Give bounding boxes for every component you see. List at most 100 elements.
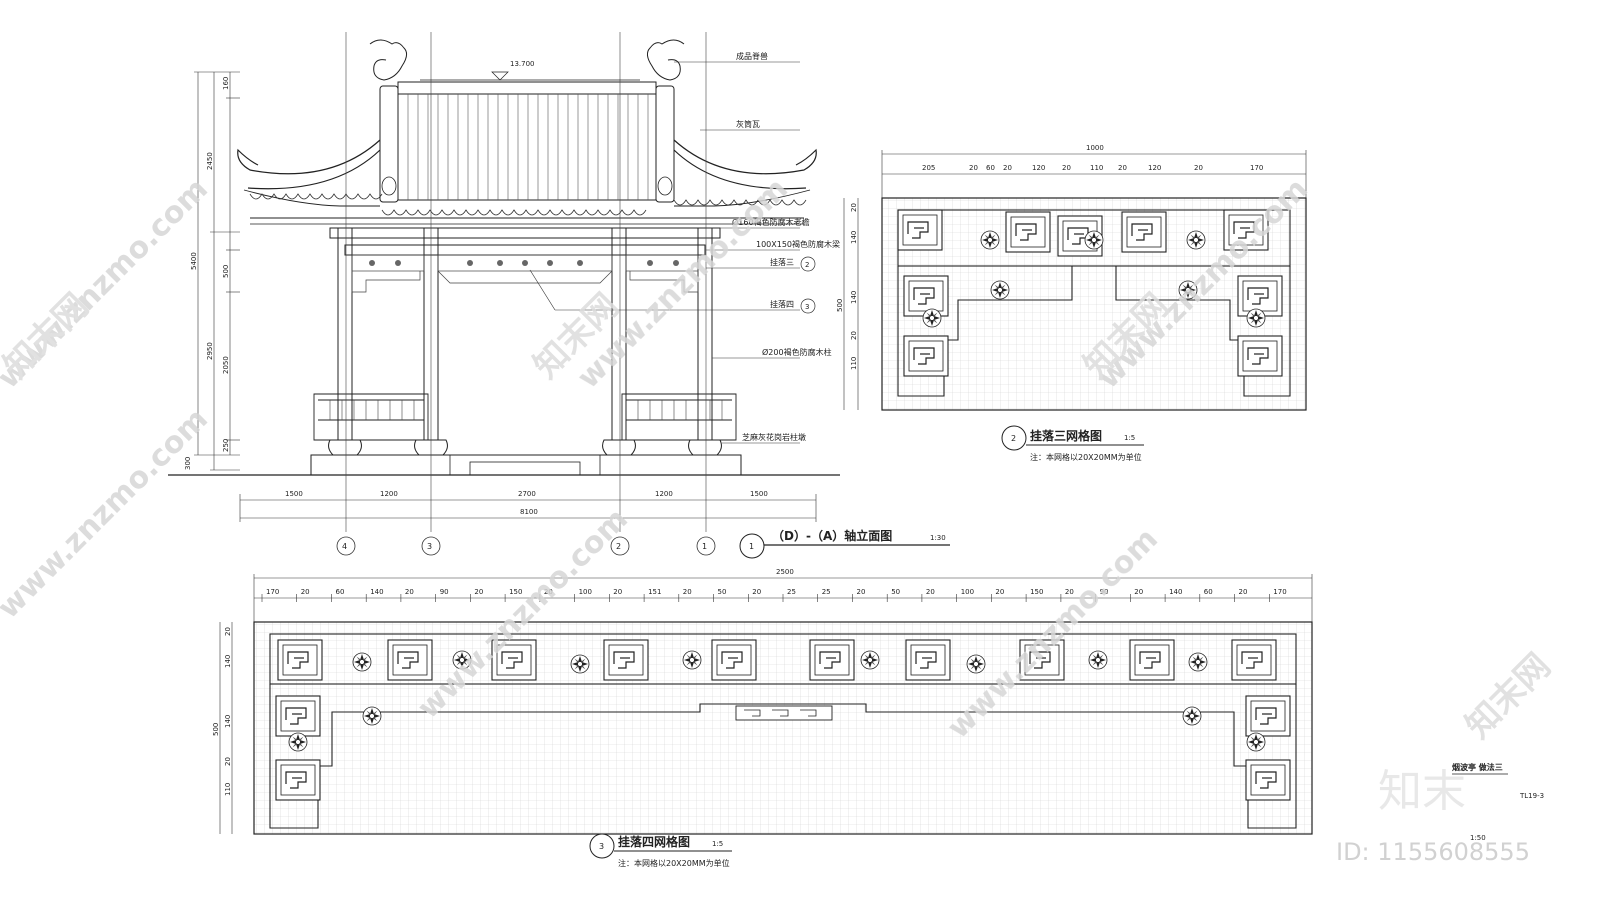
d3-top-dim: 170 bbox=[266, 588, 279, 596]
d2-top-2: 60 bbox=[986, 164, 995, 172]
d3-top-dim: 25 bbox=[787, 588, 796, 596]
callout-ridge-ornament: 成品脊兽 bbox=[736, 51, 768, 61]
d3-top-dim: 20 bbox=[1065, 588, 1074, 596]
d2-top-10: 170 bbox=[1250, 164, 1263, 172]
bottom-dim-3: 1200 bbox=[655, 490, 673, 498]
d3-top-dim: 50 bbox=[718, 588, 727, 596]
d3-top-dim: 20 bbox=[1134, 588, 1143, 596]
bottom-dim-0: 1500 bbox=[285, 490, 303, 498]
axis-label-1: 1 bbox=[702, 542, 707, 551]
d2-top-1: 20 bbox=[969, 164, 978, 172]
elevation-mark: 13.700 bbox=[510, 60, 535, 68]
bottom-dim-4: 1500 bbox=[750, 490, 768, 498]
callout-purlin: Ø160褐色防腐木老檐 bbox=[732, 217, 810, 227]
detail2-title: 挂落三网格图 bbox=[1030, 428, 1102, 443]
image-id: ID: 1155608555 bbox=[1336, 838, 1530, 866]
bottom-dim-1: 1200 bbox=[380, 490, 398, 498]
d2-left-0: 20 bbox=[850, 203, 858, 212]
callout-lattice-3: 挂落三 bbox=[770, 257, 794, 267]
axis-label-2: 2 bbox=[616, 542, 621, 551]
callout-ref-2: 2 bbox=[805, 261, 809, 269]
d2-left-4: 20 bbox=[850, 331, 858, 340]
total-width: 8100 bbox=[520, 508, 538, 516]
left-dim-0: 5400 bbox=[190, 252, 198, 270]
d2-top-6: 110 bbox=[1090, 164, 1103, 172]
d3-left-2: 500 bbox=[212, 723, 220, 736]
d3-top-dim: 170 bbox=[1273, 588, 1286, 596]
d3-top-dim: 20 bbox=[752, 588, 761, 596]
d3-top-dim: 140 bbox=[370, 588, 383, 596]
d3-top-dim: 20 bbox=[405, 588, 414, 596]
d3-top-dim: 20 bbox=[995, 588, 1004, 596]
callout-beam: 100X150褐色防腐木梁 bbox=[756, 239, 840, 249]
detail2-note: 注：本网格以20X20MM为单位 bbox=[1030, 452, 1142, 462]
d2-total: 1000 bbox=[1086, 144, 1104, 152]
sheet-name: 烟波亭 做法三 bbox=[1452, 762, 1503, 772]
sheet-info: 烟波亭 做法三 TL19-3 1:50 bbox=[1452, 762, 1544, 842]
detail3-title: 挂落四网格图 bbox=[618, 834, 690, 849]
d2-left-5: 110 bbox=[850, 357, 858, 370]
elevation-drawing: 13.700 5400 2450 160 500 2950 2050 250 3… bbox=[168, 32, 950, 559]
d2-top-0: 205 bbox=[922, 164, 935, 172]
brand-logo: 知末 bbox=[1378, 766, 1466, 817]
detail2-number: 2 bbox=[1011, 434, 1016, 443]
d2-top-7: 20 bbox=[1118, 164, 1127, 172]
d2-top-4: 120 bbox=[1032, 164, 1045, 172]
elevation-title: （D）-（A）轴立面图 bbox=[772, 528, 892, 543]
left-dim-5: 2050 bbox=[222, 356, 230, 374]
left-dim-7: 300 bbox=[184, 457, 192, 470]
watermark-cn-1: 知末网 bbox=[0, 286, 96, 386]
d3-top-dim: 50 bbox=[891, 588, 900, 596]
sheet-scale: 1:50 bbox=[1470, 834, 1486, 842]
d2-top-9: 20 bbox=[1194, 164, 1203, 172]
callout-plinth: 芝麻灰花岗岩柱墩 bbox=[742, 432, 806, 442]
detail3-number: 3 bbox=[599, 842, 604, 851]
watermark-url-2: www.znzmo.com bbox=[571, 172, 795, 396]
d2-left-3: 140 bbox=[850, 291, 858, 304]
detail3-scale: 1:5 bbox=[712, 840, 723, 848]
d3-top-dim: 20 bbox=[926, 588, 935, 596]
detail3-note: 注：本网格以20X20MM为单位 bbox=[618, 858, 730, 868]
left-dim-2: 160 bbox=[222, 77, 230, 90]
d3-top-dim: 60 bbox=[336, 588, 345, 596]
d3-top-dim: 20 bbox=[301, 588, 310, 596]
d3-top-dim: 20 bbox=[613, 588, 622, 596]
detail2-scale: 1:5 bbox=[1124, 434, 1135, 442]
d2-left-1: 140 bbox=[850, 231, 858, 244]
d3-left-1: 140 bbox=[224, 655, 232, 668]
d3-top-dim: 100 bbox=[961, 588, 974, 596]
d2-top-5: 20 bbox=[1062, 164, 1071, 172]
d3-top-dim: 60 bbox=[1204, 588, 1213, 596]
d3-left-5: 110 bbox=[224, 783, 232, 796]
d3-left-0: 20 bbox=[224, 627, 232, 636]
d3-left-4: 20 bbox=[224, 757, 232, 766]
left-dim-3: 500 bbox=[222, 265, 230, 278]
watermark-url-4: www.znzmo.com bbox=[0, 402, 215, 626]
callout-column: Ø200褐色防腐木柱 bbox=[762, 347, 832, 357]
callout-lattice-4: 挂落四 bbox=[770, 299, 794, 309]
d3-top-dim: 20 bbox=[1239, 588, 1248, 596]
d3-top-dim: 20 bbox=[857, 588, 866, 596]
d3-top-dim: 90 bbox=[1100, 588, 1109, 596]
bottom-dim-2: 2700 bbox=[518, 490, 536, 498]
axis-label-4: 4 bbox=[342, 542, 347, 551]
d3-left-3: 140 bbox=[224, 715, 232, 728]
d3-top-dim: 150 bbox=[1030, 588, 1043, 596]
d3-total: 2500 bbox=[776, 568, 794, 576]
callout-roof-tile: 灰筒瓦 bbox=[736, 119, 760, 129]
detail-lattice-3: 1000 205 20 60 20 120 20 110 20 120 20 1… bbox=[836, 144, 1307, 462]
left-dim-6: 250 bbox=[222, 439, 230, 452]
elevation-number: 1 bbox=[749, 542, 754, 551]
d3-top-dim: 20 bbox=[544, 588, 553, 596]
d2-top-8: 120 bbox=[1148, 164, 1161, 172]
left-dim-4: 2950 bbox=[206, 342, 214, 360]
d2-top-3: 20 bbox=[1003, 164, 1012, 172]
watermark-cn-4: 知末网 bbox=[1458, 646, 1558, 746]
d3-top-dim: 100 bbox=[579, 588, 592, 596]
d3-top-dim: 140 bbox=[1169, 588, 1182, 596]
sheet-code: TL19-3 bbox=[1519, 792, 1544, 800]
d3-top-dim: 150 bbox=[509, 588, 522, 596]
